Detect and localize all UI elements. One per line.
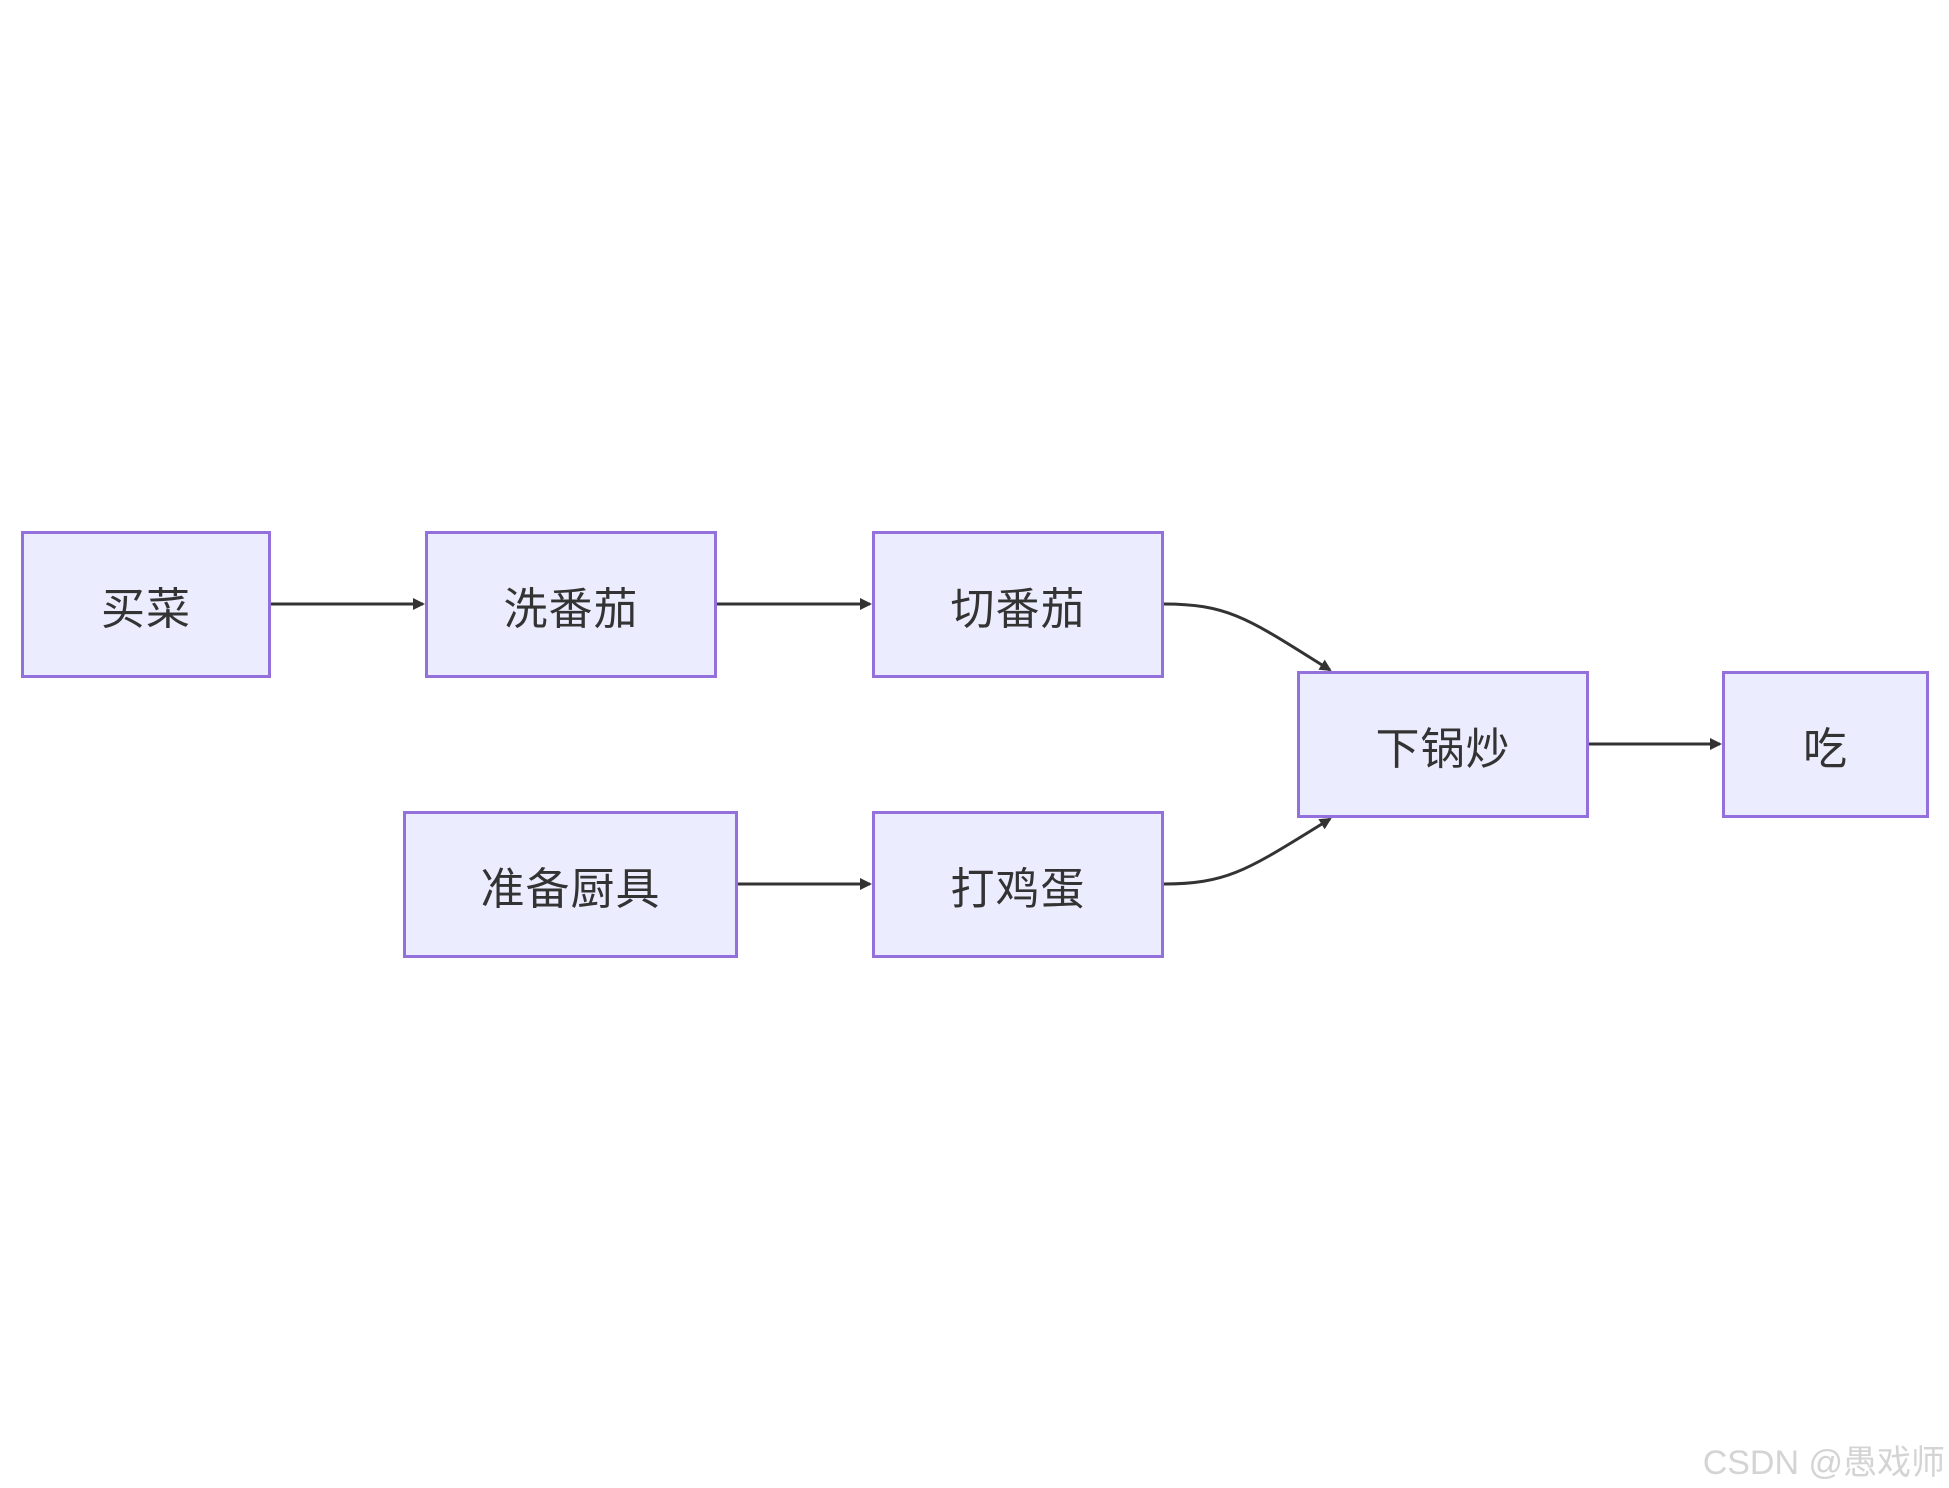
node-label: 打鸡蛋 — [950, 863, 1086, 915]
node-beat-eggs: 打鸡蛋 — [872, 811, 1164, 958]
watermark: CSDN @愚戏师 — [1702, 1444, 1945, 1482]
node-label: 洗番茄 — [503, 583, 639, 635]
node-cut-tomatoes: 切番茄 — [872, 531, 1164, 678]
edge-egg-to-fry — [1163, 817, 1332, 886]
node-buy-vegetables: 买菜 — [21, 531, 271, 678]
node-label: 准备厨具 — [480, 863, 661, 915]
node-label: 吃 — [1803, 723, 1848, 775]
edge-cut-to-fry — [1163, 602, 1332, 672]
node-prepare-cookware: 准备厨具 — [403, 811, 738, 958]
node-wash-tomatoes: 洗番茄 — [425, 531, 717, 678]
node-stir-fry: 下锅炒 — [1297, 671, 1589, 818]
node-label: 买菜 — [101, 583, 191, 635]
node-label: 切番茄 — [950, 583, 1086, 635]
node-label: 下锅炒 — [1375, 723, 1511, 775]
node-eat: 吃 — [1722, 671, 1929, 818]
